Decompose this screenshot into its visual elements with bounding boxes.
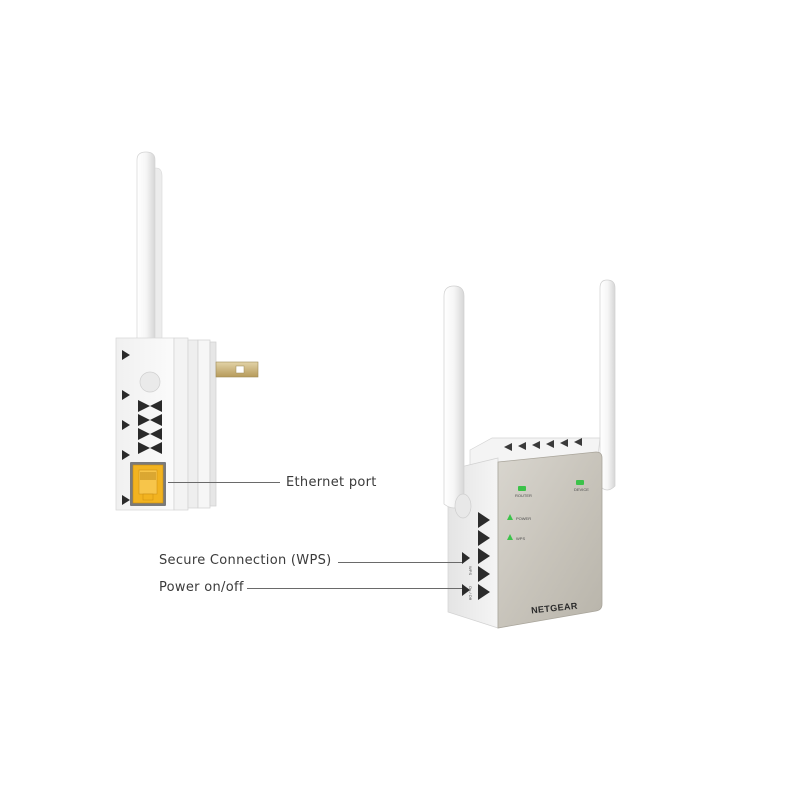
power-leader-line [247,588,462,589]
device-led [576,480,584,485]
front-view-extender: WPS On / Off ROUTER DEVICE POWER WPS NET… [443,279,616,629]
antenna-left [443,285,465,509]
brand-logo: NETGEAR [531,601,579,616]
router-led [518,486,526,491]
side-view-extender [115,151,259,511]
front-side-vents [462,512,490,600]
front-panel [497,451,603,629]
wps-leader-line [338,562,462,563]
power-led-label: POWER [516,516,531,521]
antenna-right [599,279,616,491]
wps-led-label: WPS [516,536,525,541]
power-led [507,514,513,520]
ethernet-port [130,462,166,506]
wps-led [507,534,513,540]
led-indicators: ROUTER DEVICE POWER WPS [507,480,589,541]
power-callout-label: Power on/off [159,580,244,595]
device-led-label: DEVICE [574,487,589,492]
side-power-label: On / Off [468,586,473,601]
ethernet-leader-line [168,482,280,483]
router-led-label: ROUTER [515,493,532,498]
ethernet-port-label: Ethernet port [286,475,377,490]
wps-callout-label: Secure Connection (WPS) [159,553,332,568]
side-wps-label: WPS [468,566,473,575]
